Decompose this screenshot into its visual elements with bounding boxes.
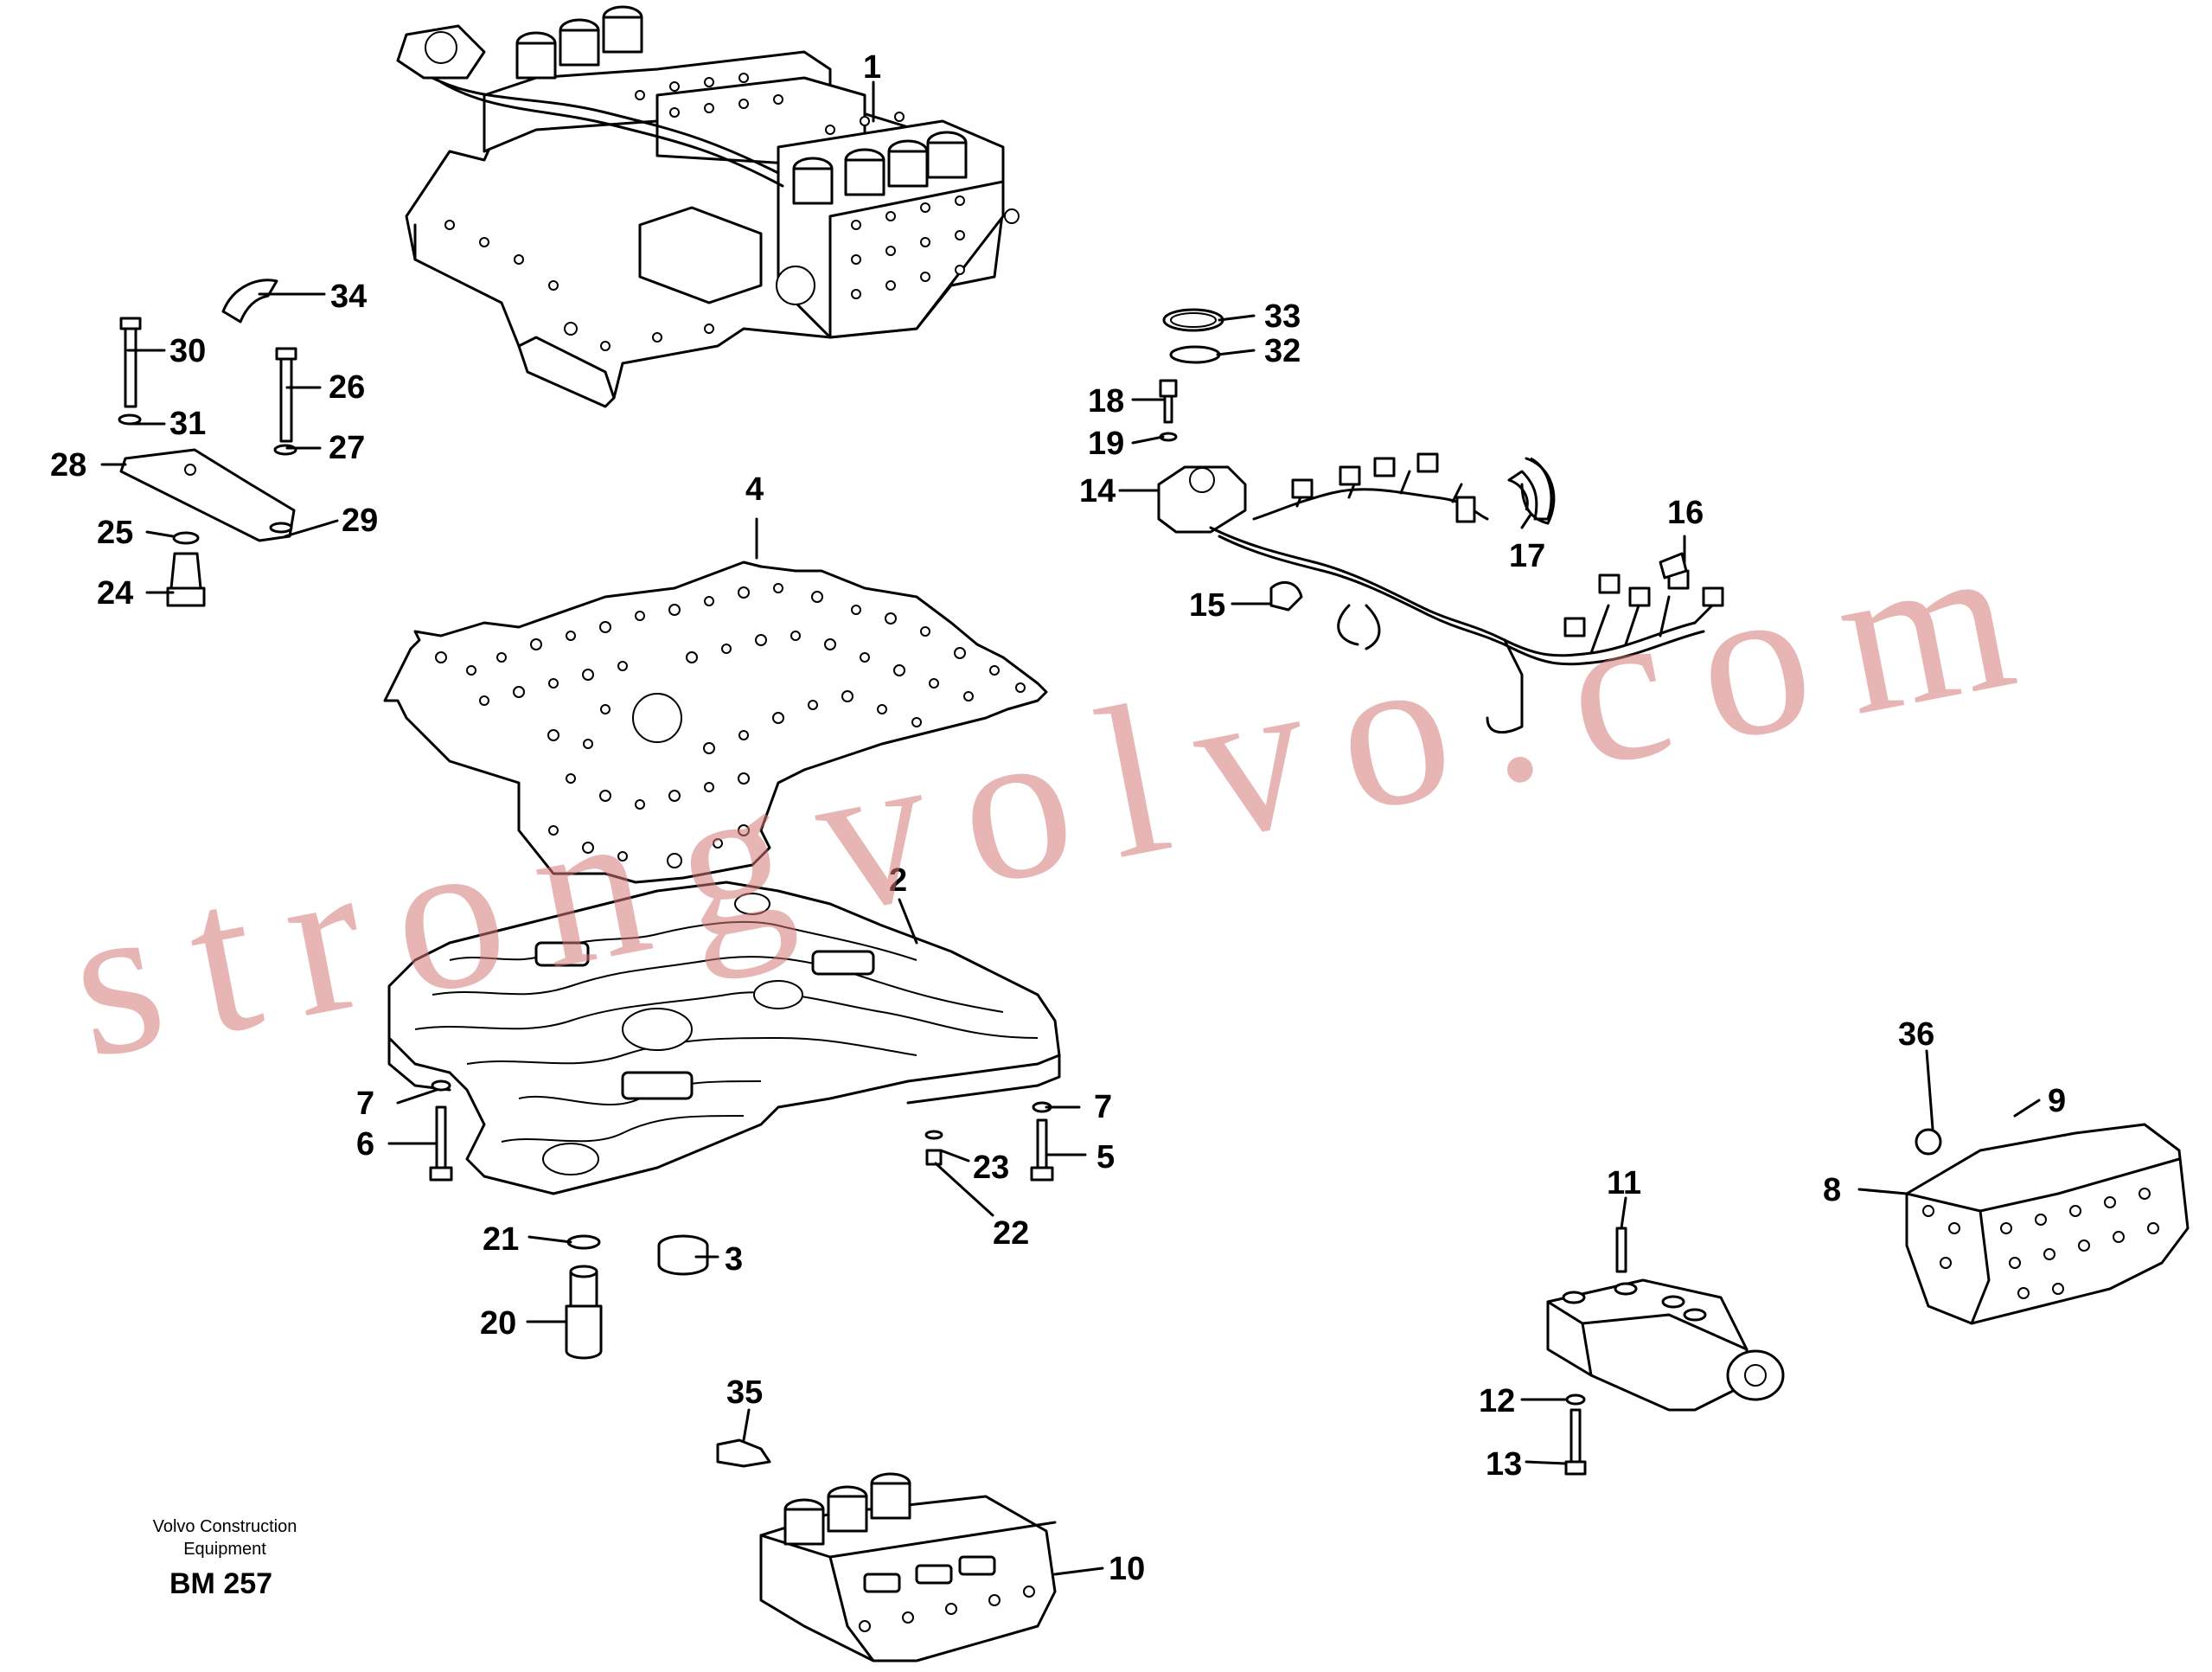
gasket-holes xyxy=(435,583,1026,868)
callout-21: 21 xyxy=(483,1221,519,1258)
callout-23: 23 xyxy=(973,1150,1009,1186)
valve-block-bottom xyxy=(716,1438,1057,1662)
valve-housing xyxy=(387,881,1061,1195)
callout-10: 10 xyxy=(1109,1551,1145,1587)
bolts-left-right xyxy=(429,1079,1054,1182)
callout-14: 14 xyxy=(1079,473,1116,509)
callout-16: 16 xyxy=(1667,495,1704,531)
callout-24: 24 xyxy=(97,575,133,612)
callout-35: 35 xyxy=(726,1374,763,1411)
solenoid-caps-top xyxy=(515,5,968,205)
callout-9: 9 xyxy=(2048,1083,2066,1119)
callout-18: 18 xyxy=(1088,383,1124,420)
valve-body-assembly xyxy=(396,5,1020,408)
callout-19: 19 xyxy=(1088,426,1124,462)
callout-labels: 1 2 3 4 5 6 7 7 8 9 10 11 12 13 14 15 16… xyxy=(50,49,2066,1587)
callout-7-right: 7 xyxy=(1094,1089,1112,1125)
diagram-code: BM 257 xyxy=(169,1567,273,1600)
callout-32: 32 xyxy=(1264,333,1301,369)
gasket-plate xyxy=(383,561,1048,884)
callout-34: 34 xyxy=(330,279,367,315)
bracket-assembly xyxy=(118,279,297,607)
leader-lines xyxy=(100,80,2041,1576)
plug-part xyxy=(657,1234,709,1276)
callout-2: 2 xyxy=(889,862,907,899)
callout-3: 3 xyxy=(725,1241,743,1278)
callout-8: 8 xyxy=(1823,1172,1841,1208)
callout-30: 30 xyxy=(169,333,206,369)
callout-7-left: 7 xyxy=(356,1086,374,1122)
valve-body-holes xyxy=(444,73,965,351)
callout-33: 33 xyxy=(1264,298,1301,335)
company-line-2: Equipment xyxy=(183,1540,266,1559)
callout-28: 28 xyxy=(50,447,86,484)
sensor-part xyxy=(565,1234,603,1360)
callout-13: 13 xyxy=(1486,1446,1522,1483)
callout-4: 4 xyxy=(745,471,764,508)
callout-12: 12 xyxy=(1479,1383,1515,1419)
callout-5: 5 xyxy=(1096,1139,1115,1176)
callout-1: 1 xyxy=(863,49,881,86)
valve-block-right xyxy=(1905,1123,2190,1325)
solenoid-valve xyxy=(1546,1227,1785,1476)
callout-31: 31 xyxy=(169,406,206,442)
callout-15: 15 xyxy=(1189,587,1225,624)
company-line-1: Volvo Construction xyxy=(152,1517,297,1536)
company-caption: Volvo Construction Equipment xyxy=(121,1515,329,1560)
callout-25: 25 xyxy=(97,515,133,551)
callout-11: 11 xyxy=(1607,1165,1641,1201)
callout-27: 27 xyxy=(329,430,365,466)
callout-36: 36 xyxy=(1898,1016,1934,1053)
callout-26: 26 xyxy=(329,369,365,406)
callout-6: 6 xyxy=(356,1126,374,1163)
callout-20: 20 xyxy=(480,1305,516,1342)
callout-17: 17 xyxy=(1509,538,1545,574)
callout-29: 29 xyxy=(342,503,378,539)
wiring-harness xyxy=(1157,308,1724,734)
callout-22: 22 xyxy=(993,1215,1029,1252)
